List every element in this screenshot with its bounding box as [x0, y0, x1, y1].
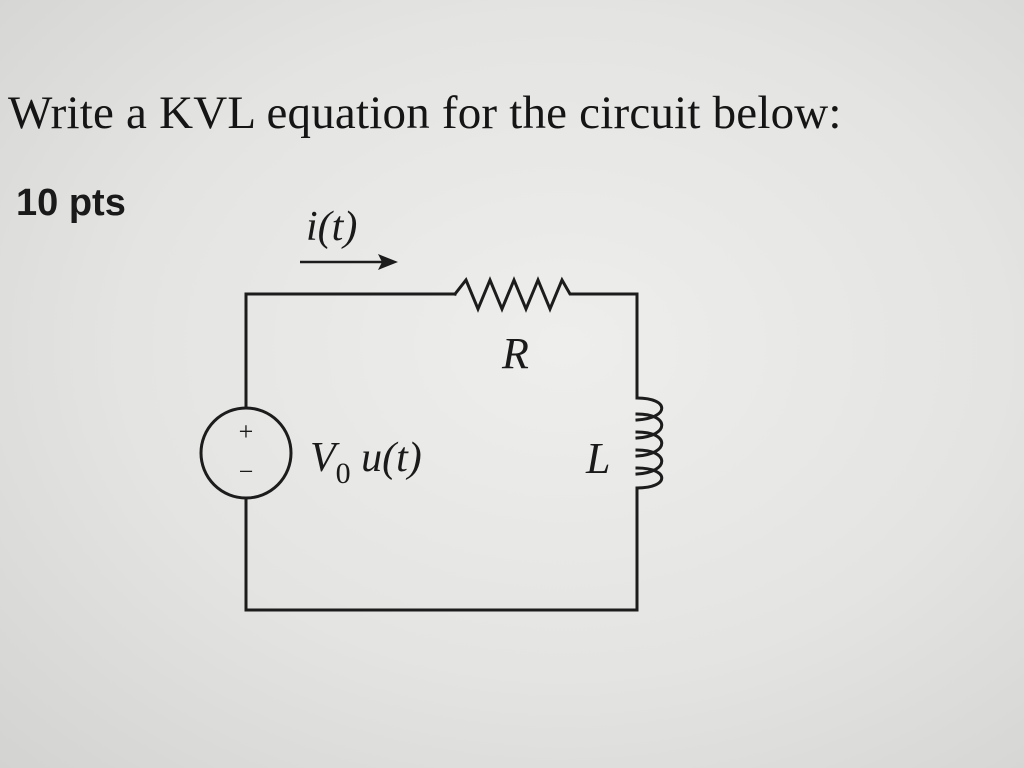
resistor-label: R [501, 329, 529, 378]
question-text: Write a KVL equation for the circuit bel… [8, 87, 842, 139]
inductor [635, 396, 664, 490]
inductor-label: L [585, 434, 610, 483]
voltage-source [199, 406, 293, 500]
top-right-wire [576, 292, 639, 400]
source-label-subscript: 0 [336, 457, 351, 490]
points-label: 10 pts [16, 182, 126, 224]
source-plus-sign: + [239, 417, 254, 446]
top-left-wire [244, 292, 457, 410]
source-label: V0 u(t) [310, 435, 422, 490]
current-label: i(t) [306, 204, 357, 250]
bottom-wire [244, 486, 639, 612]
source-minus-sign: − [239, 457, 254, 486]
source-label-rest: u(t) [351, 435, 422, 481]
source-label-main: V [310, 435, 340, 481]
current-arrow [300, 254, 398, 270]
resistor [452, 276, 580, 313]
